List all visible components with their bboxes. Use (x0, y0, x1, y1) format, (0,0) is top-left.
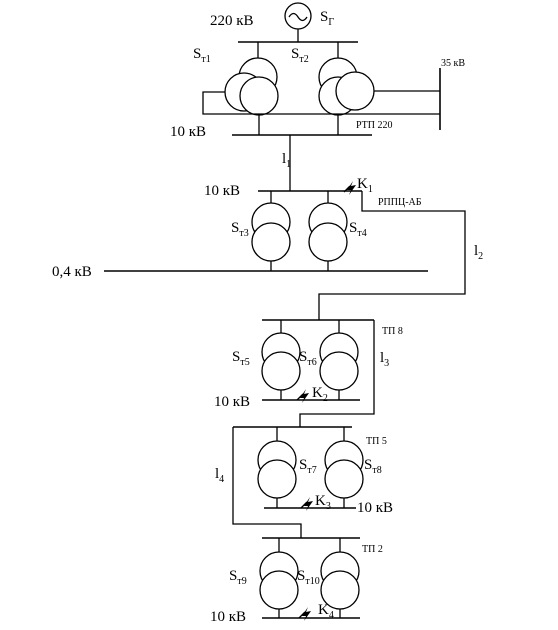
transformer-t1-label: Sт1 (193, 46, 211, 65)
transformer-t8-label: Sт8 (364, 457, 382, 476)
line-l1-label: l1 (282, 151, 291, 170)
voltage-10-rtp-label: 10 кВ (170, 124, 206, 140)
transformer-t4 (308, 191, 348, 271)
fault-k1-icon (347, 181, 356, 195)
tp8-label: ТП 8 (382, 326, 403, 337)
voltage-10-tp8-label: 10 кВ (214, 394, 250, 410)
voltage-35-label: 35 кВ (441, 58, 465, 69)
transformer-t10-label: Sт10 (297, 568, 320, 587)
voltage-220-label: 220 кВ (210, 13, 254, 29)
transformer-t2-label: Sт2 (291, 46, 309, 65)
generator (284, 2, 312, 42)
wire-35kv-t1 (202, 91, 440, 115)
transformer-t7-label: Sт7 (299, 457, 317, 476)
fault-k3-label: K3 (315, 493, 331, 512)
line-l3 (299, 320, 375, 427)
transformer-t1 (224, 42, 279, 116)
fault-k1-label: K1 (357, 176, 373, 195)
transformer-t6-label: Sт6 (299, 349, 317, 368)
line-l3-label: l3 (380, 350, 389, 369)
rppc-ab-label: РППЦ-АБ (378, 197, 422, 208)
transformer-t3 (251, 191, 291, 271)
voltage-10-tp5-label: 10 кВ (357, 500, 393, 516)
transformer-t9 (259, 538, 299, 618)
rtp-220-label: РТП 220 (356, 120, 393, 131)
line-l4-label: l4 (215, 466, 224, 485)
fault-k3-icon (304, 497, 313, 511)
voltage-10-rppc-label: 10 кВ (204, 183, 240, 199)
transformer-t5-label: Sт5 (232, 349, 250, 368)
line-l2 (318, 191, 466, 320)
transformer-t9-label: Sт9 (229, 568, 247, 587)
fault-k2-icon (300, 389, 309, 403)
transformer-t8 (324, 427, 364, 508)
tp2-label: ТП 2 (362, 544, 383, 555)
transformer-t6 (319, 320, 359, 400)
transformer-t5 (261, 320, 301, 400)
transformer-t7 (257, 427, 297, 508)
fault-k4-label: K4 (318, 602, 334, 621)
transformer-t4-label: Sт4 (349, 220, 367, 239)
line-l4 (232, 427, 302, 538)
line-l2-label: l2 (474, 243, 483, 262)
fault-k4-icon (302, 607, 311, 621)
transformer-t10 (320, 538, 360, 618)
voltage-04-label: 0,4 кВ (52, 264, 92, 280)
fault-k2-label: K2 (312, 385, 328, 404)
voltage-10-tp2-label: 10 кВ (210, 609, 246, 625)
transformer-t2 (318, 42, 375, 116)
transformer-t3-label: Sт3 (231, 220, 249, 239)
generator-label: SГ (320, 9, 334, 28)
tp5-label: ТП 5 (366, 436, 387, 447)
